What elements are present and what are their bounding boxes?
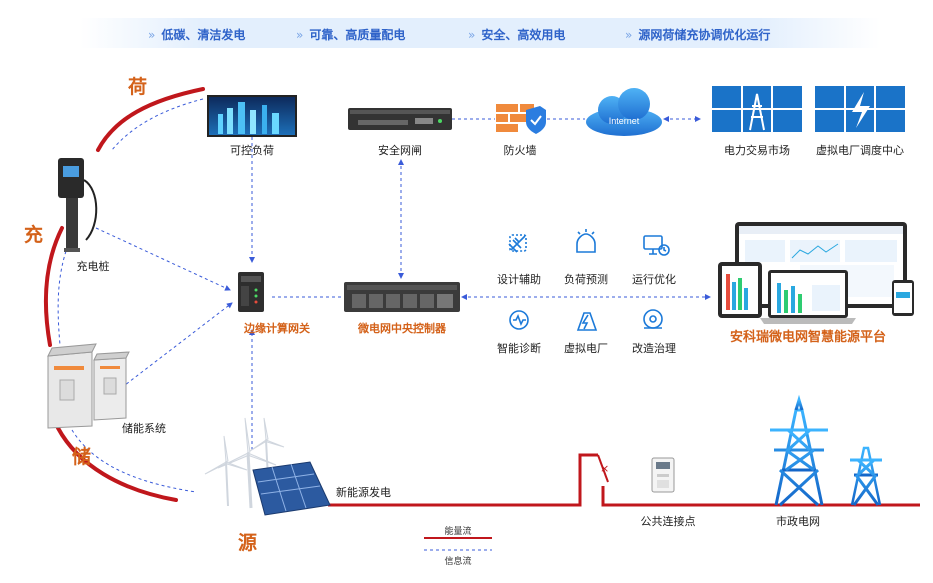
edge-gateway-icon bbox=[238, 272, 264, 312]
edge-gateway-label: 边缘计算网关 bbox=[244, 322, 310, 335]
slogan-2: »可靠、高质量配电 bbox=[296, 28, 406, 42]
internet-label: Internet bbox=[609, 116, 640, 126]
energy-storage-cabinets-icon bbox=[47, 343, 130, 429]
slogan-3: »安全、高效用电 bbox=[468, 28, 566, 42]
switch-x-mark: × bbox=[600, 462, 609, 475]
power-market-video-wall-icon bbox=[712, 86, 802, 132]
firewall-label: 防火墙 bbox=[503, 144, 537, 157]
slogan-4: »源网荷储充协调优化运行 bbox=[625, 28, 771, 42]
internet-cloud-icon bbox=[586, 88, 662, 136]
controllable-load-label: 可控负荷 bbox=[230, 144, 274, 157]
pcc-switch-blade bbox=[597, 454, 609, 483]
operation-optimize-icon bbox=[643, 235, 670, 256]
platform-devices-icon bbox=[718, 222, 914, 324]
energy-bus-line bbox=[328, 453, 920, 507]
info-flow-lines bbox=[95, 116, 711, 450]
function-label-6: 改造治理 bbox=[632, 342, 676, 355]
charging-pile-label: 充电桩 bbox=[76, 260, 110, 273]
microgrid-controller-icon bbox=[344, 282, 460, 312]
controllable-load-screen-icon bbox=[207, 95, 297, 137]
slogan-1: »低碳、清洁发电 bbox=[148, 28, 246, 42]
platform-title: 安科瑞微电网智慧能源平台 bbox=[730, 330, 887, 345]
section-storage-label: 储 bbox=[72, 446, 92, 468]
smart-diagnosis-icon bbox=[509, 310, 529, 330]
section-charging-label: 充 bbox=[24, 224, 44, 246]
section-source-label: 源 bbox=[238, 532, 258, 554]
renewable-label: 新能源发电 bbox=[336, 486, 391, 499]
security-gateway-icon bbox=[348, 108, 452, 130]
pcc-label: 公共连接点 bbox=[640, 515, 696, 528]
transmission-towers-icon bbox=[770, 394, 882, 507]
charging-pile-icon bbox=[58, 158, 98, 252]
function-label-5: 虚拟电厂 bbox=[564, 342, 608, 355]
wind-turbines-icon bbox=[204, 417, 285, 509]
retrofit-governance-icon bbox=[643, 309, 663, 329]
slogan-banner bbox=[80, 18, 880, 48]
function-label-2: 负荷预测 bbox=[564, 273, 608, 286]
function-label-4: 智能诊断 bbox=[497, 342, 541, 355]
firewall-icon bbox=[496, 104, 546, 134]
microgrid-controller-label: 微电网中央控制器 bbox=[358, 322, 446, 335]
vpp-dispatch-video-wall-icon bbox=[815, 86, 905, 132]
function-icons bbox=[508, 229, 670, 331]
red-arcs bbox=[44, 87, 205, 502]
security-gateway-label: 安全网闸 bbox=[378, 144, 422, 157]
info-arcs bbox=[57, 98, 204, 493]
legend-info-label: 信息流 bbox=[444, 557, 472, 567]
load-forecast-icon bbox=[576, 229, 596, 253]
vpp-center-label: 虚拟电厂调度中心 bbox=[816, 144, 904, 157]
function-label-3: 运行优化 bbox=[632, 273, 676, 286]
energy-storage-label: 储能系统 bbox=[122, 422, 166, 435]
energy-meter-icon bbox=[651, 457, 675, 493]
legend-energy-label: 能量流 bbox=[444, 527, 472, 537]
solar-panel-icon bbox=[252, 461, 331, 516]
section-load-label: 荷 bbox=[128, 76, 148, 98]
virtual-plant-icon bbox=[576, 312, 598, 331]
function-label-1: 设计辅助 bbox=[497, 273, 541, 286]
power-market-label: 电力交易市场 bbox=[724, 144, 790, 157]
utility-grid-label: 市政电网 bbox=[776, 515, 820, 528]
design-aid-icon bbox=[508, 234, 527, 253]
